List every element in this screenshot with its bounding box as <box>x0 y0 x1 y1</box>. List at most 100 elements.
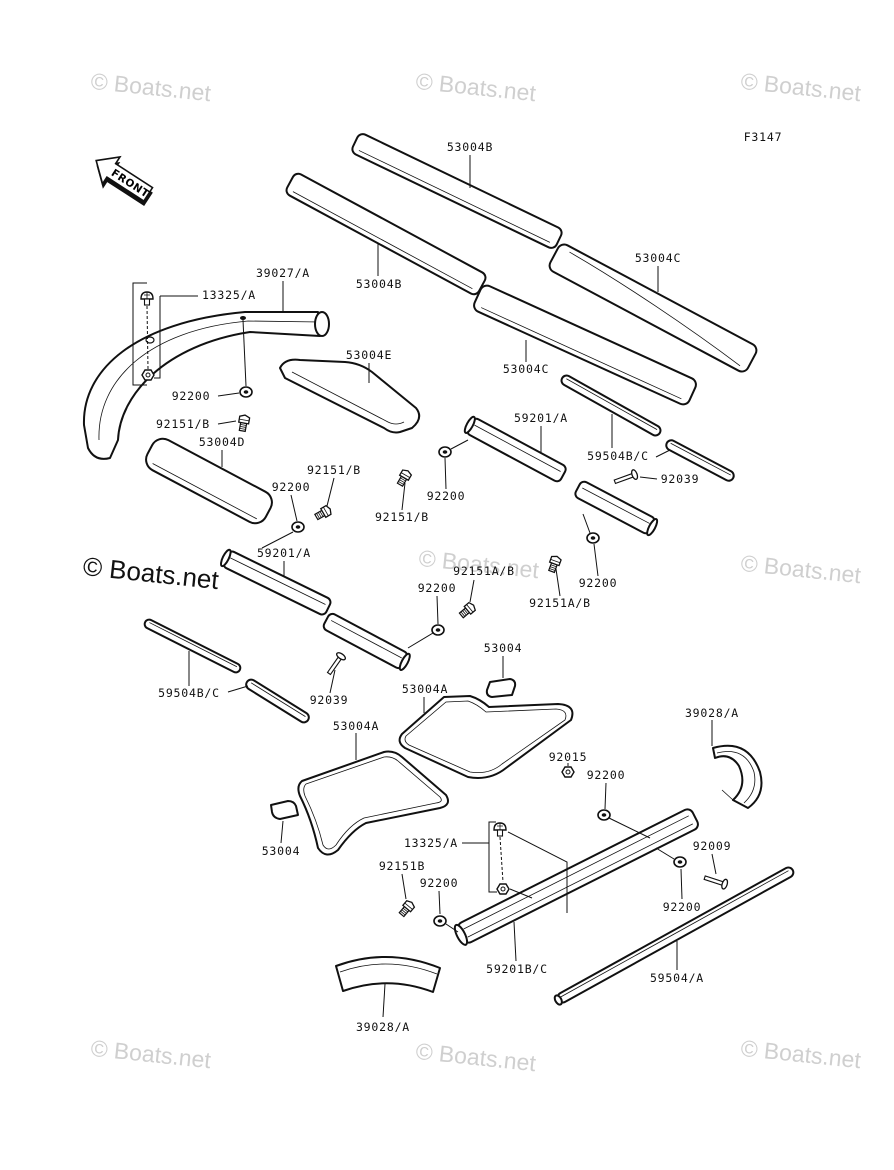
part-label: 13325/A <box>404 836 458 850</box>
pad-53004-lower <box>270 800 299 820</box>
watermark-text: © Boats.net <box>415 68 538 107</box>
channel-59201A-right-upper <box>463 415 567 483</box>
watermark-bold: © Boats.net <box>82 551 221 595</box>
pin <box>324 650 348 677</box>
leader-line <box>261 531 294 549</box>
leader-line <box>469 579 475 603</box>
washer <box>291 521 305 533</box>
part-label: 59504/A <box>650 971 704 985</box>
leader-line <box>280 820 284 844</box>
nut <box>561 766 575 778</box>
part-label: 92200 <box>420 876 459 890</box>
part-label: 59504B/C <box>587 449 649 463</box>
watermark-text: © Boats.net <box>415 1038 538 1077</box>
mat-53004A-right <box>398 695 574 779</box>
bolt <box>313 504 334 522</box>
part-label: 92151/B <box>307 463 361 477</box>
part-label: 92015 <box>549 750 588 764</box>
part-label: 53004A <box>402 682 448 696</box>
rod-59504BC-left-lower <box>245 678 310 724</box>
part-label: 92009 <box>693 839 732 853</box>
leader-line <box>382 983 386 1018</box>
part-label: 53004A <box>333 719 379 733</box>
part-label: 59504B/C <box>158 686 220 700</box>
rod-59504BC-left-upper <box>143 618 242 674</box>
leader-line <box>436 595 439 625</box>
leader-line <box>513 921 517 962</box>
leader-line <box>450 439 469 450</box>
mat-strip-53004C-lower <box>473 284 697 406</box>
pin <box>612 468 640 488</box>
part-label: 59201/A <box>514 411 568 425</box>
leader-line <box>217 392 240 397</box>
rod-59504BC-right-lower <box>665 439 735 482</box>
watermark-text: © Boats.net <box>740 1035 863 1074</box>
mat-strip-53004C-upper <box>548 243 758 373</box>
leader-line <box>582 513 591 534</box>
part-label: 39027/A <box>256 266 310 280</box>
part-label: 92039 <box>661 472 700 486</box>
cover-39028A-bottom <box>335 955 441 993</box>
screw <box>702 872 730 891</box>
channel-59201A-left-upper <box>220 548 332 616</box>
washer <box>673 856 687 868</box>
part-label: 53004B <box>356 277 402 291</box>
part-label: 39028/A <box>356 1020 410 1034</box>
part-label: 92200 <box>172 389 211 403</box>
part-label: 92200 <box>663 900 702 914</box>
part-label: 53004 <box>484 641 523 655</box>
diagram-code: F3147 <box>744 130 783 144</box>
leader-line <box>639 476 658 480</box>
bolt <box>236 413 251 433</box>
leader-line <box>593 543 599 577</box>
leader-line <box>445 923 459 933</box>
part-label: 53004B <box>447 140 493 154</box>
nut <box>496 883 510 895</box>
leader-line <box>227 685 249 693</box>
leader-line <box>290 494 298 522</box>
washer <box>438 446 452 458</box>
nut <box>141 369 155 381</box>
watermark-text: © Boats.net <box>740 68 863 107</box>
cap-bolt <box>493 822 507 837</box>
part-label: 92200 <box>418 581 457 595</box>
part-label: 92200 <box>427 489 466 503</box>
channel-59201A-right-lower <box>574 480 659 537</box>
bolt <box>457 600 478 620</box>
part-label: 92151A/B <box>529 596 591 610</box>
leader-line <box>655 847 675 860</box>
part-label: 39028/A <box>685 706 739 720</box>
mat-strip-53004B-upper <box>351 133 563 249</box>
bolt <box>546 554 563 574</box>
watermark-text: © Boats.net <box>90 68 213 107</box>
leader-line <box>217 420 237 425</box>
mat-strip-53004B-lower <box>285 172 487 296</box>
bolt-13325A-top-group <box>132 282 161 386</box>
pad-53004-upper <box>485 678 517 698</box>
washer <box>431 624 445 636</box>
bolt <box>397 898 417 919</box>
rod-59504BC-right-upper <box>560 374 662 437</box>
pad-53004D <box>145 437 273 525</box>
part-label: 92200 <box>587 768 626 782</box>
cap-bolt <box>140 291 154 306</box>
leader-line <box>655 449 671 458</box>
leader-line <box>604 782 607 810</box>
part-label: 92151/B <box>375 510 429 524</box>
channel-59201BC <box>453 808 699 946</box>
leader-line <box>401 482 406 511</box>
part-label: 53004E <box>346 348 392 362</box>
part-label: 53004D <box>199 435 245 449</box>
part-label: 92151B <box>379 859 425 873</box>
cover-39028A-right <box>712 744 763 809</box>
part-label: 13325/A <box>202 288 256 302</box>
part-label: 92151A/B <box>453 564 515 578</box>
bolt-13325A-bottom-group <box>488 821 568 913</box>
leader-line <box>555 568 561 597</box>
part-label: 53004 <box>262 844 301 858</box>
part-label: 92200 <box>272 480 311 494</box>
washer <box>239 386 253 398</box>
watermark-text: © Boats.net <box>740 550 863 589</box>
pad-53004E <box>279 358 421 434</box>
